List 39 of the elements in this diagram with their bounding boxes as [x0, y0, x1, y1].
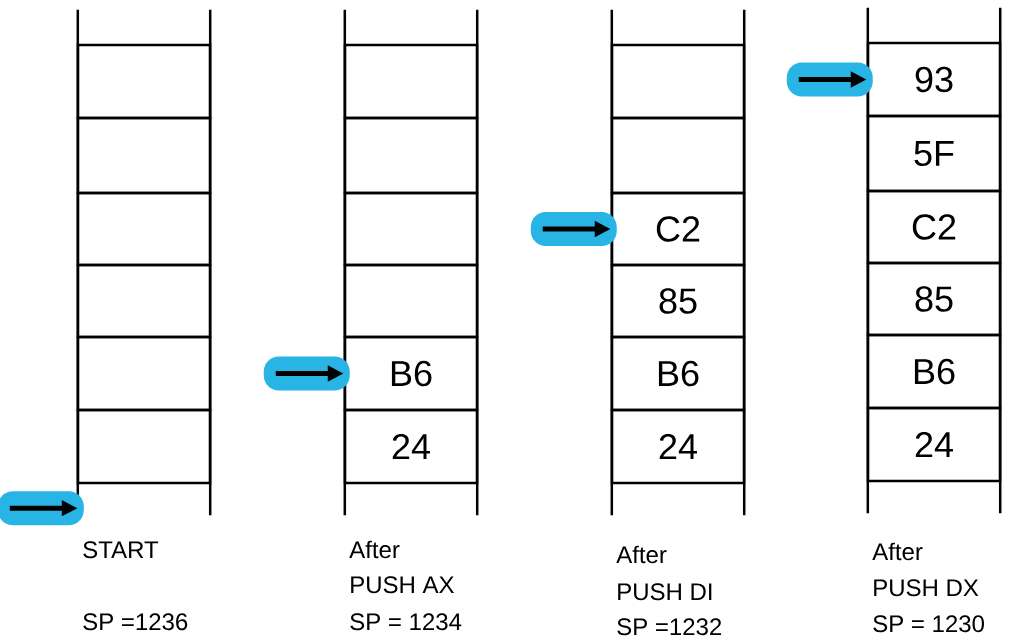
- caption-text: SP =1232: [617, 618, 722, 636]
- empty-stack-cell: [343, 43, 479, 120]
- caption-text: SP = 1234: [350, 613, 462, 631]
- pointer-arrow: [0, 491, 84, 526]
- pointer-arrow: [263, 356, 350, 391]
- empty-stack-cell: [76, 191, 212, 267]
- stack-cell: 24: [866, 406, 1002, 483]
- stack-cell: B6: [866, 333, 1002, 410]
- caption-text: START: [83, 541, 159, 559]
- empty-stack-cell: [610, 116, 746, 195]
- empty-stack-cell: [76, 408, 212, 485]
- empty-stack-cell: [76, 43, 212, 120]
- empty-stack-cell: [76, 335, 212, 412]
- pointer-arrow: [786, 62, 873, 97]
- stack-cell: 85: [610, 263, 746, 339]
- stack-cell: 93: [866, 41, 1002, 118]
- stack-cell: B6: [610, 335, 746, 412]
- stack-cell: B6: [343, 335, 479, 412]
- caption-text: After: [349, 540, 400, 559]
- stack-cell: 24: [343, 408, 479, 485]
- empty-stack-cell: [76, 263, 212, 339]
- caption-text: After: [872, 542, 923, 561]
- stack-cell: C2: [610, 191, 746, 267]
- caption-text: SP = 1230: [873, 615, 984, 633]
- empty-stack-cell: [343, 191, 479, 267]
- empty-stack-cell: [343, 263, 479, 339]
- stack-cell: 85: [866, 261, 1002, 337]
- caption-text: After: [616, 545, 667, 564]
- caption-text: PUSH DI: [618, 583, 712, 601]
- stack-cell: C2: [866, 189, 1002, 265]
- caption-text: PUSH DX: [874, 579, 979, 597]
- pointer-arrow: [530, 212, 617, 246]
- stack-cell: 24: [610, 408, 746, 485]
- empty-stack-cell: [76, 116, 212, 195]
- empty-stack-cell: [610, 43, 746, 120]
- caption-text: PUSH AX: [351, 576, 455, 594]
- stack-cell: 5F: [866, 114, 1002, 193]
- caption-text: SP =1236: [83, 613, 188, 631]
- empty-stack-cell: [343, 116, 479, 195]
